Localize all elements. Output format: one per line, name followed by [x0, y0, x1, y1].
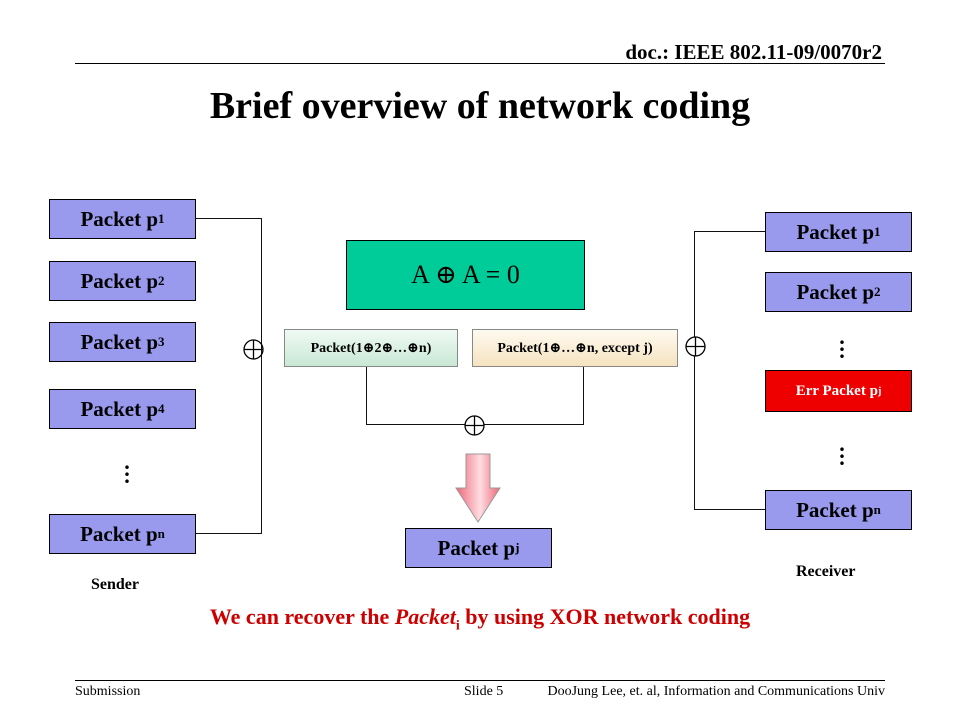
packet-label: Packet p	[80, 329, 159, 354]
down-arrow-icon	[455, 453, 501, 523]
packet-label: Packet p	[80, 206, 159, 231]
combine-connector-left	[366, 367, 367, 425]
sender-ellipsis: ...	[124, 449, 130, 488]
header-divider	[75, 63, 885, 64]
receiver-connector-bottom	[694, 509, 765, 510]
packet-subscript: j	[515, 540, 520, 555]
caption-subscript: i	[455, 618, 460, 634]
packet-subscript: n	[157, 526, 165, 541]
packet-subscript: 1	[158, 211, 165, 226]
packet-subscript: 2	[874, 284, 881, 299]
packet-label: Packet p	[80, 521, 158, 546]
packet-subscript: 2	[158, 273, 165, 288]
packet-subscript: 4	[158, 401, 165, 416]
packet-label: Packet p	[80, 396, 159, 421]
xor-symbol-icon	[685, 336, 706, 357]
sender-connector-vertical	[261, 218, 262, 534]
footer-divider	[75, 680, 885, 681]
packet-subscript: j	[877, 385, 882, 397]
combine-connector-right	[583, 367, 584, 425]
packet-label: Packet p	[796, 497, 874, 522]
receiver-ellipsis-upper: ...	[839, 324, 845, 363]
packet-label: Packet p	[796, 219, 875, 244]
sender-connector-top	[196, 218, 262, 219]
receiver-connector-top	[694, 231, 765, 232]
recovery-caption: We can recover the Packeti by using XOR …	[0, 604, 960, 634]
footer-author: DooJung Lee, et. al, Information and Com…	[547, 684, 886, 699]
caption-italic-term: Packet	[394, 604, 456, 629]
packet-label: Packet p	[437, 535, 516, 560]
packet-label: Err Packet p	[795, 382, 878, 399]
caption-text: We can recover the	[209, 604, 395, 629]
slide-title: Brief overview of network coding	[209, 85, 751, 127]
footer-slide-number: Slide 5	[464, 684, 504, 699]
xor-symbol-icon	[243, 339, 264, 360]
sender-connector-bottom	[196, 533, 262, 534]
receiver-label: Receiver	[796, 563, 856, 580]
packet-subscript: 3	[158, 334, 165, 349]
packet-subscript: n	[873, 502, 881, 517]
document-id: doc.: IEEE 802.11-09/0070r2	[625, 40, 882, 64]
packet-label: Packet p	[80, 268, 159, 293]
combined-packet-all: Packet(1⊕2⊕…⊕n)	[284, 329, 458, 367]
sender-label: Sender	[91, 576, 139, 593]
receiver-ellipsis-lower: ...	[839, 431, 845, 470]
footer-submission: Submission	[75, 684, 141, 699]
receiver-connector-vertical	[694, 231, 695, 510]
caption-text: by using XOR network coding	[459, 604, 751, 629]
combined-packet-except-j: Packet(1⊕…⊕n, except j)	[472, 329, 678, 367]
xor-identity-box: A ⊕ A = 0	[346, 240, 585, 310]
packet-label: Packet p	[796, 279, 875, 304]
xor-symbol-icon	[464, 415, 485, 436]
packet-subscript: 1	[874, 224, 881, 239]
